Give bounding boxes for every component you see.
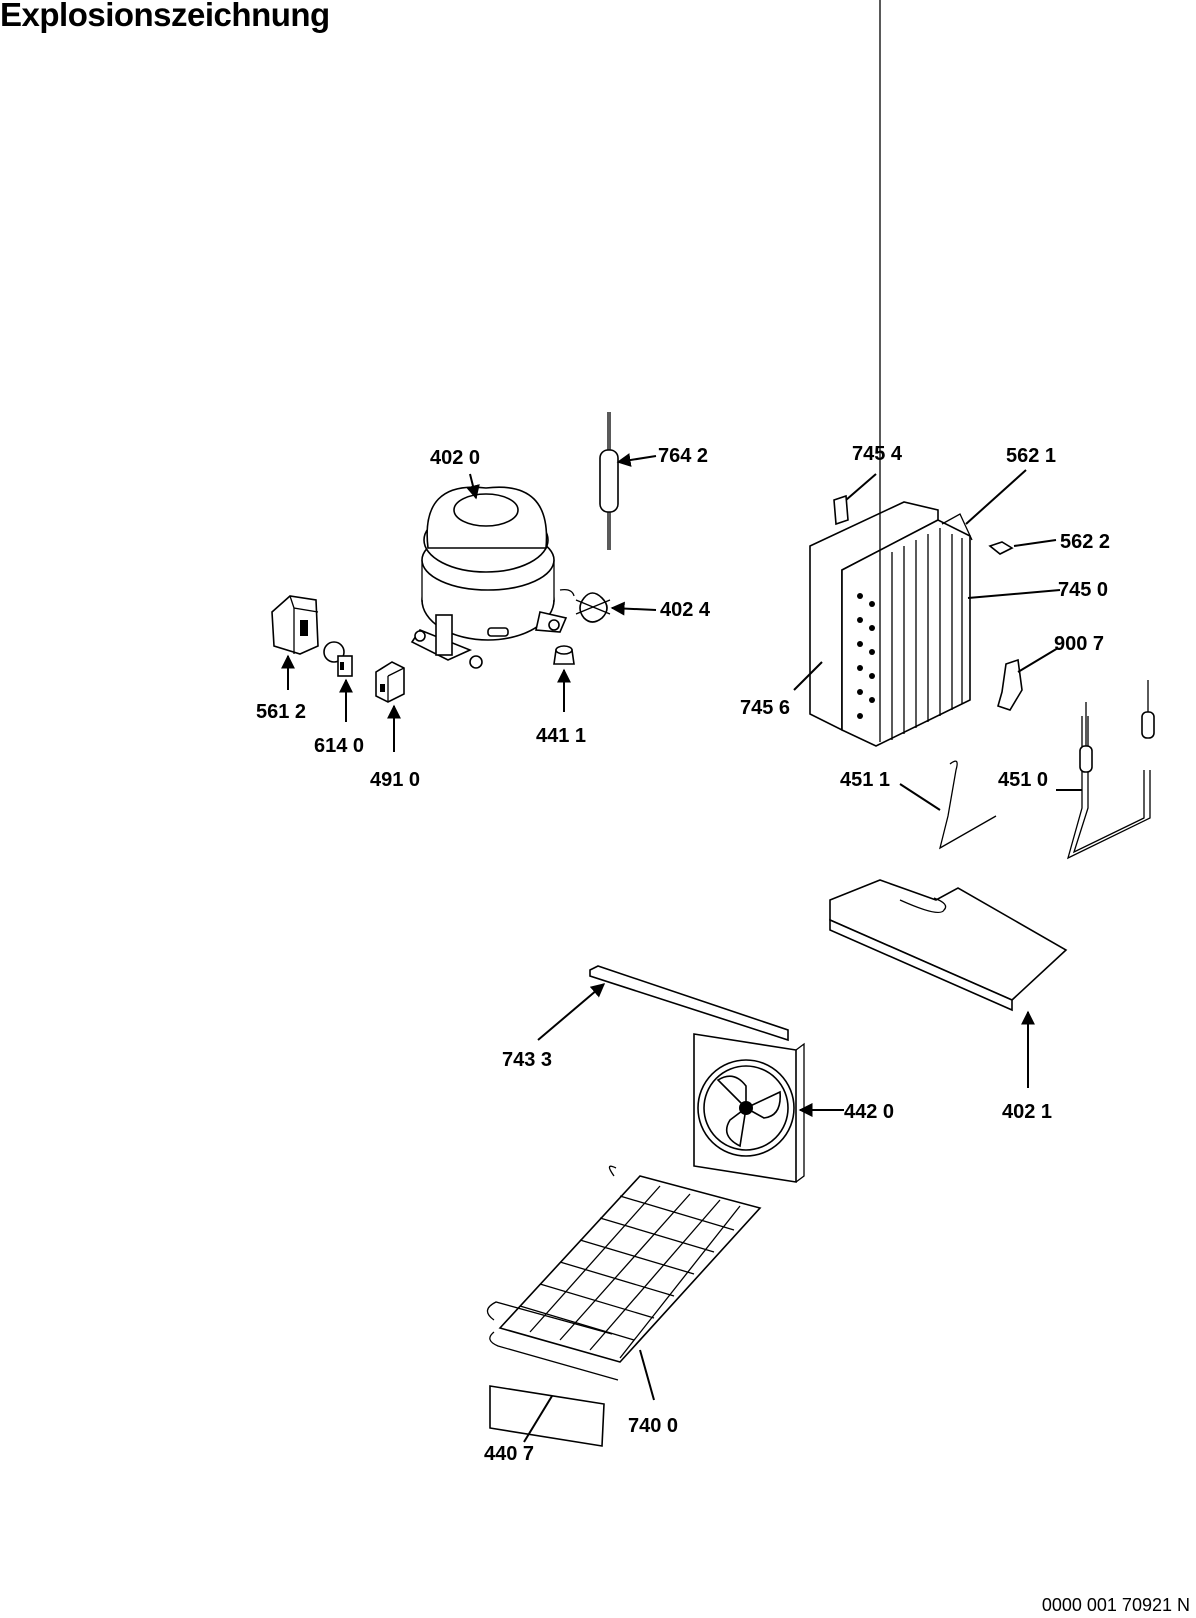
label-440-7: 440 7 xyxy=(484,1443,534,1465)
part-labels: 402 0 764 2 402 4 561 2 614 0 491 0 441 … xyxy=(256,443,1110,1465)
suction-pipe-part xyxy=(938,680,1155,860)
label-441-1: 441 1 xyxy=(536,725,586,747)
label-402-1: 402 1 xyxy=(1002,1101,1052,1123)
filter-drier-part xyxy=(599,412,619,550)
page-title: Explosionszeichnung xyxy=(0,0,330,33)
label-743-3: 743 3 xyxy=(502,1049,552,1071)
condenser-assembly-part xyxy=(809,0,1023,747)
label-491-0: 491 0 xyxy=(370,769,420,791)
fan-motor-part xyxy=(693,1033,805,1183)
label-614-0: 614 0 xyxy=(314,735,364,757)
document-code: 0000 001 70921 N xyxy=(1041,1595,1190,1615)
evaporator-part xyxy=(486,1165,762,1381)
starting-relay-part xyxy=(271,595,319,655)
sealing-strip-part xyxy=(589,965,789,1042)
label-764-2: 764 2 xyxy=(658,445,708,467)
relay-cover-part xyxy=(375,661,405,703)
leader-lines xyxy=(281,453,1082,1443)
label-745-4: 745 4 xyxy=(852,443,903,465)
label-745-6: 745 6 xyxy=(740,697,790,719)
overload-protector-part xyxy=(323,641,353,677)
label-561-2: 561 2 xyxy=(256,701,306,723)
evaporator-cover-plate-part xyxy=(489,1385,605,1447)
label-562-1: 562 1 xyxy=(1006,445,1056,467)
label-451-1: 451 1 xyxy=(840,769,890,791)
label-442-0: 442 0 xyxy=(844,1101,894,1123)
compressor-damper-part xyxy=(553,645,575,665)
label-745-0: 745 0 xyxy=(1058,579,1108,601)
label-562-2: 562 2 xyxy=(1060,531,1110,553)
label-451-0: 451 0 xyxy=(998,769,1048,791)
drip-tray-part xyxy=(829,879,1068,1012)
label-740-0: 740 0 xyxy=(628,1415,678,1437)
label-900-7: 900 7 xyxy=(1054,633,1104,655)
compressor-part xyxy=(410,486,575,669)
rubber-grommet-part xyxy=(575,592,611,623)
label-402-4: 402 4 xyxy=(660,599,711,621)
label-402-0: 402 0 xyxy=(430,447,480,469)
